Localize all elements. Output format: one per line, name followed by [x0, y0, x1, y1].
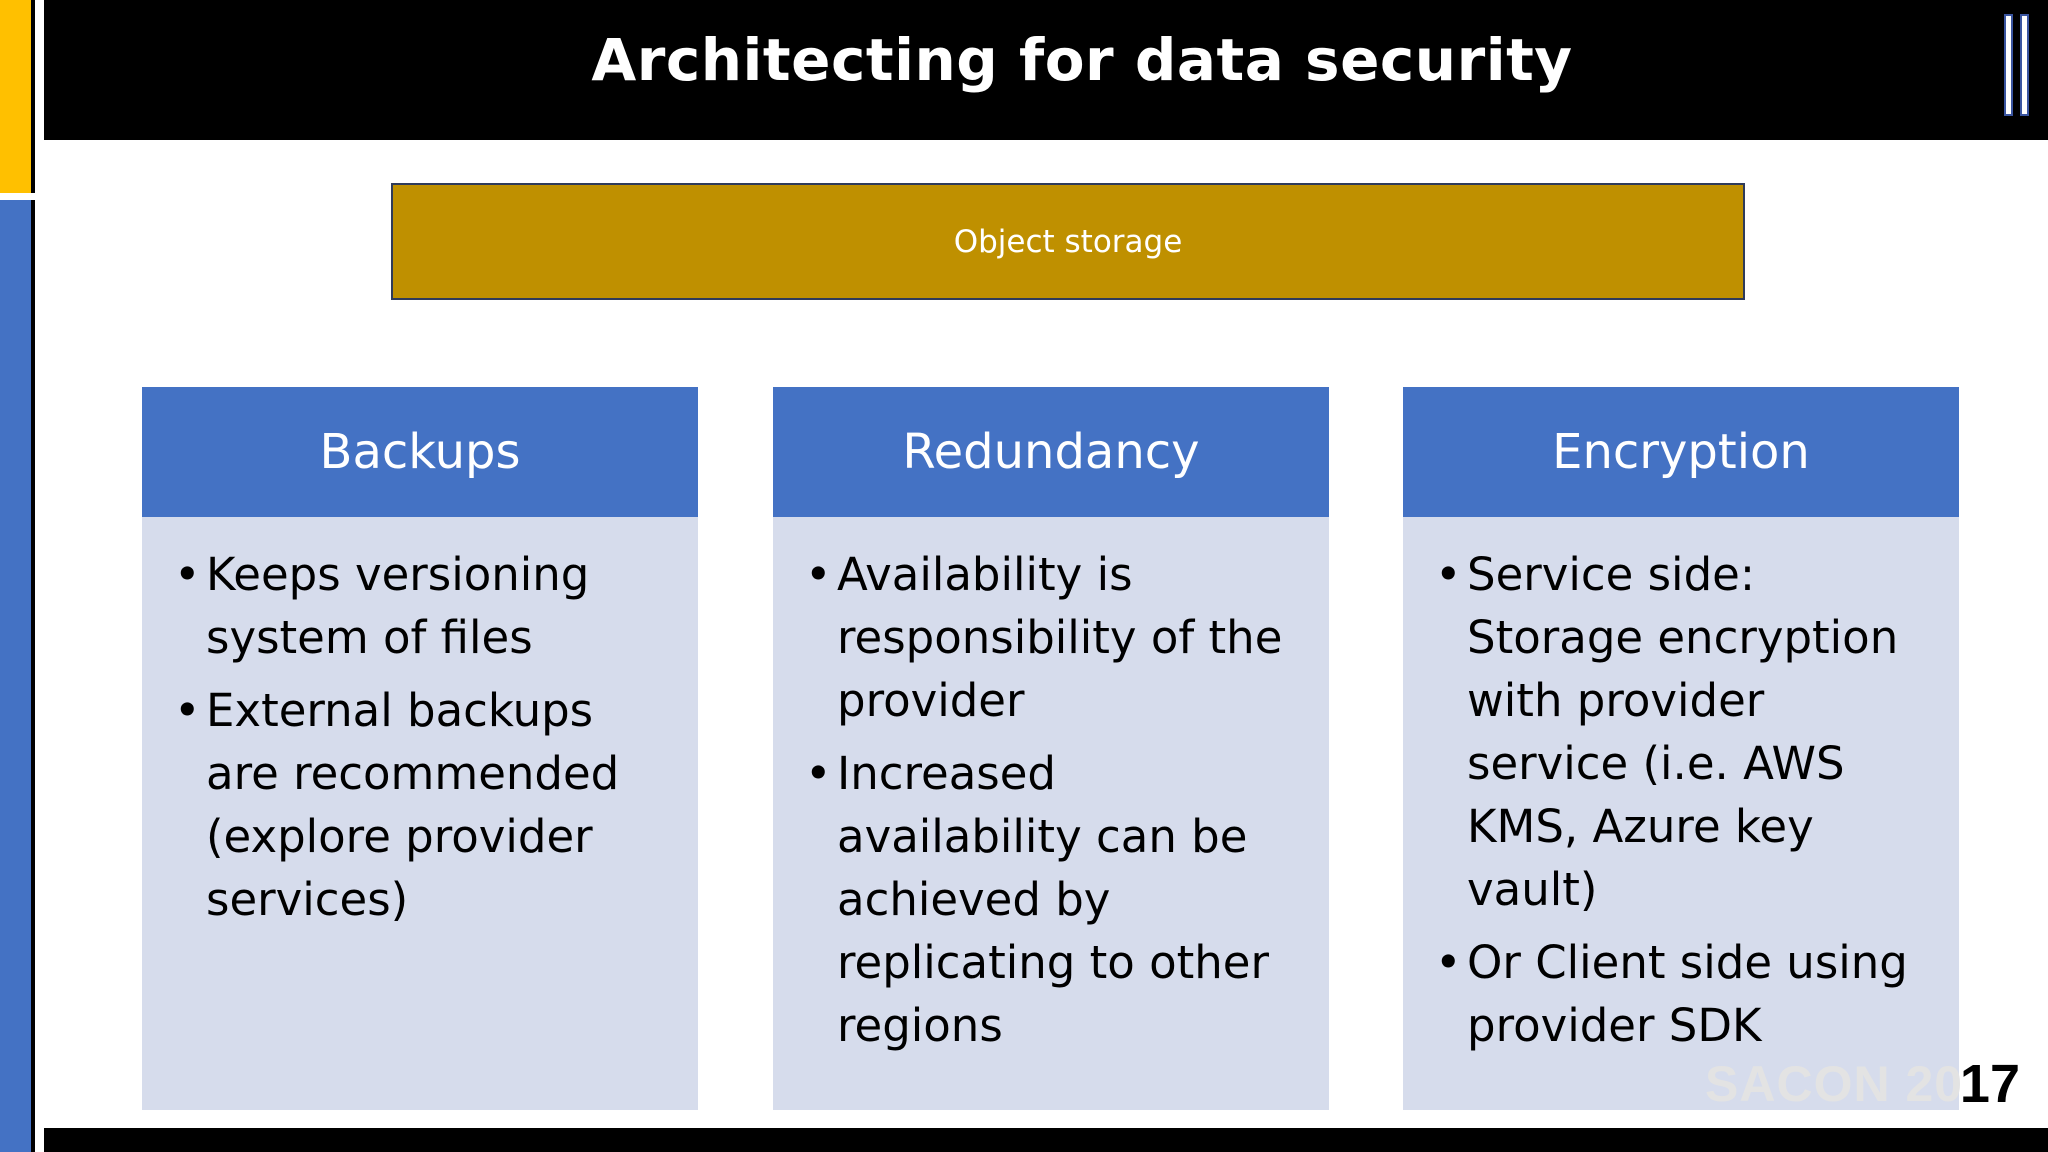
object-storage-box: Object storage	[391, 183, 1745, 300]
bullet-list: •Service side: Storage encryption with p…	[1431, 543, 1939, 1057]
bullet-text: Service side: Storage encryption with pr…	[1467, 548, 1899, 916]
bullet-icon: •	[1435, 548, 1462, 601]
column-header-label: Encryption	[1552, 424, 1810, 480]
bullet-text: Or Client side using provider SDK	[1467, 936, 1908, 1052]
bullet-icon: •	[174, 548, 201, 601]
title-band: Architecting for data security	[44, 0, 2048, 140]
bullet-text: External backups are recommended (explor…	[206, 684, 620, 926]
bullet-icon: •	[805, 548, 832, 601]
column-header-label: Redundancy	[902, 424, 1200, 480]
column-backups: Backups •Keeps versioning system of file…	[142, 387, 698, 1110]
object-storage-label: Object storage	[953, 223, 1183, 260]
bullet-text: Increased availability can be achieved b…	[837, 747, 1269, 1052]
column-body: •Service side: Storage encryption with p…	[1403, 517, 1959, 1110]
column-header: Encryption	[1403, 387, 1959, 517]
bullet-icon: •	[1435, 936, 1462, 989]
sacon-watermark: SACON 20	[1705, 1056, 1964, 1112]
column-header: Backups	[142, 387, 698, 517]
bullet-item: •Service side: Storage encryption with p…	[1431, 543, 1939, 921]
bullet-item: •Or Client side using provider SDK	[1431, 931, 1939, 1057]
bullet-icon: •	[805, 747, 832, 800]
column-body: •Availability is responsibility of the p…	[773, 517, 1329, 1110]
slide-number: 17	[1959, 1054, 2020, 1114]
bottom-band	[44, 1128, 2048, 1152]
bullet-item: •Increased availability can be achieved …	[801, 742, 1309, 1057]
bullet-list: •Keeps versioning system of files •Exter…	[170, 543, 678, 931]
column-header-label: Backups	[319, 424, 521, 480]
bullet-item: •Keeps versioning system of files	[170, 543, 678, 669]
bullet-icon: •	[174, 684, 201, 737]
slide-title: Architecting for data security	[591, 26, 1573, 94]
accent-bar-blue	[0, 200, 35, 1152]
vertical-bars-logo-icon	[2000, 14, 2036, 116]
column-body: •Keeps versioning system of files •Exter…	[142, 517, 698, 1110]
bullet-text: Availability is responsibility of the pr…	[837, 548, 1283, 727]
bullet-text: Keeps versioning system of files	[206, 548, 590, 664]
accent-bar-yellow	[0, 0, 35, 193]
column-redundancy: Redundancy •Availability is responsibili…	[773, 387, 1329, 1110]
bullet-list: •Availability is responsibility of the p…	[801, 543, 1309, 1057]
column-encryption: Encryption •Service side: Storage encryp…	[1403, 387, 1959, 1110]
column-header: Redundancy	[773, 387, 1329, 517]
bullet-item: •Availability is responsibility of the p…	[801, 543, 1309, 732]
bullet-item: •External backups are recommended (explo…	[170, 679, 678, 931]
